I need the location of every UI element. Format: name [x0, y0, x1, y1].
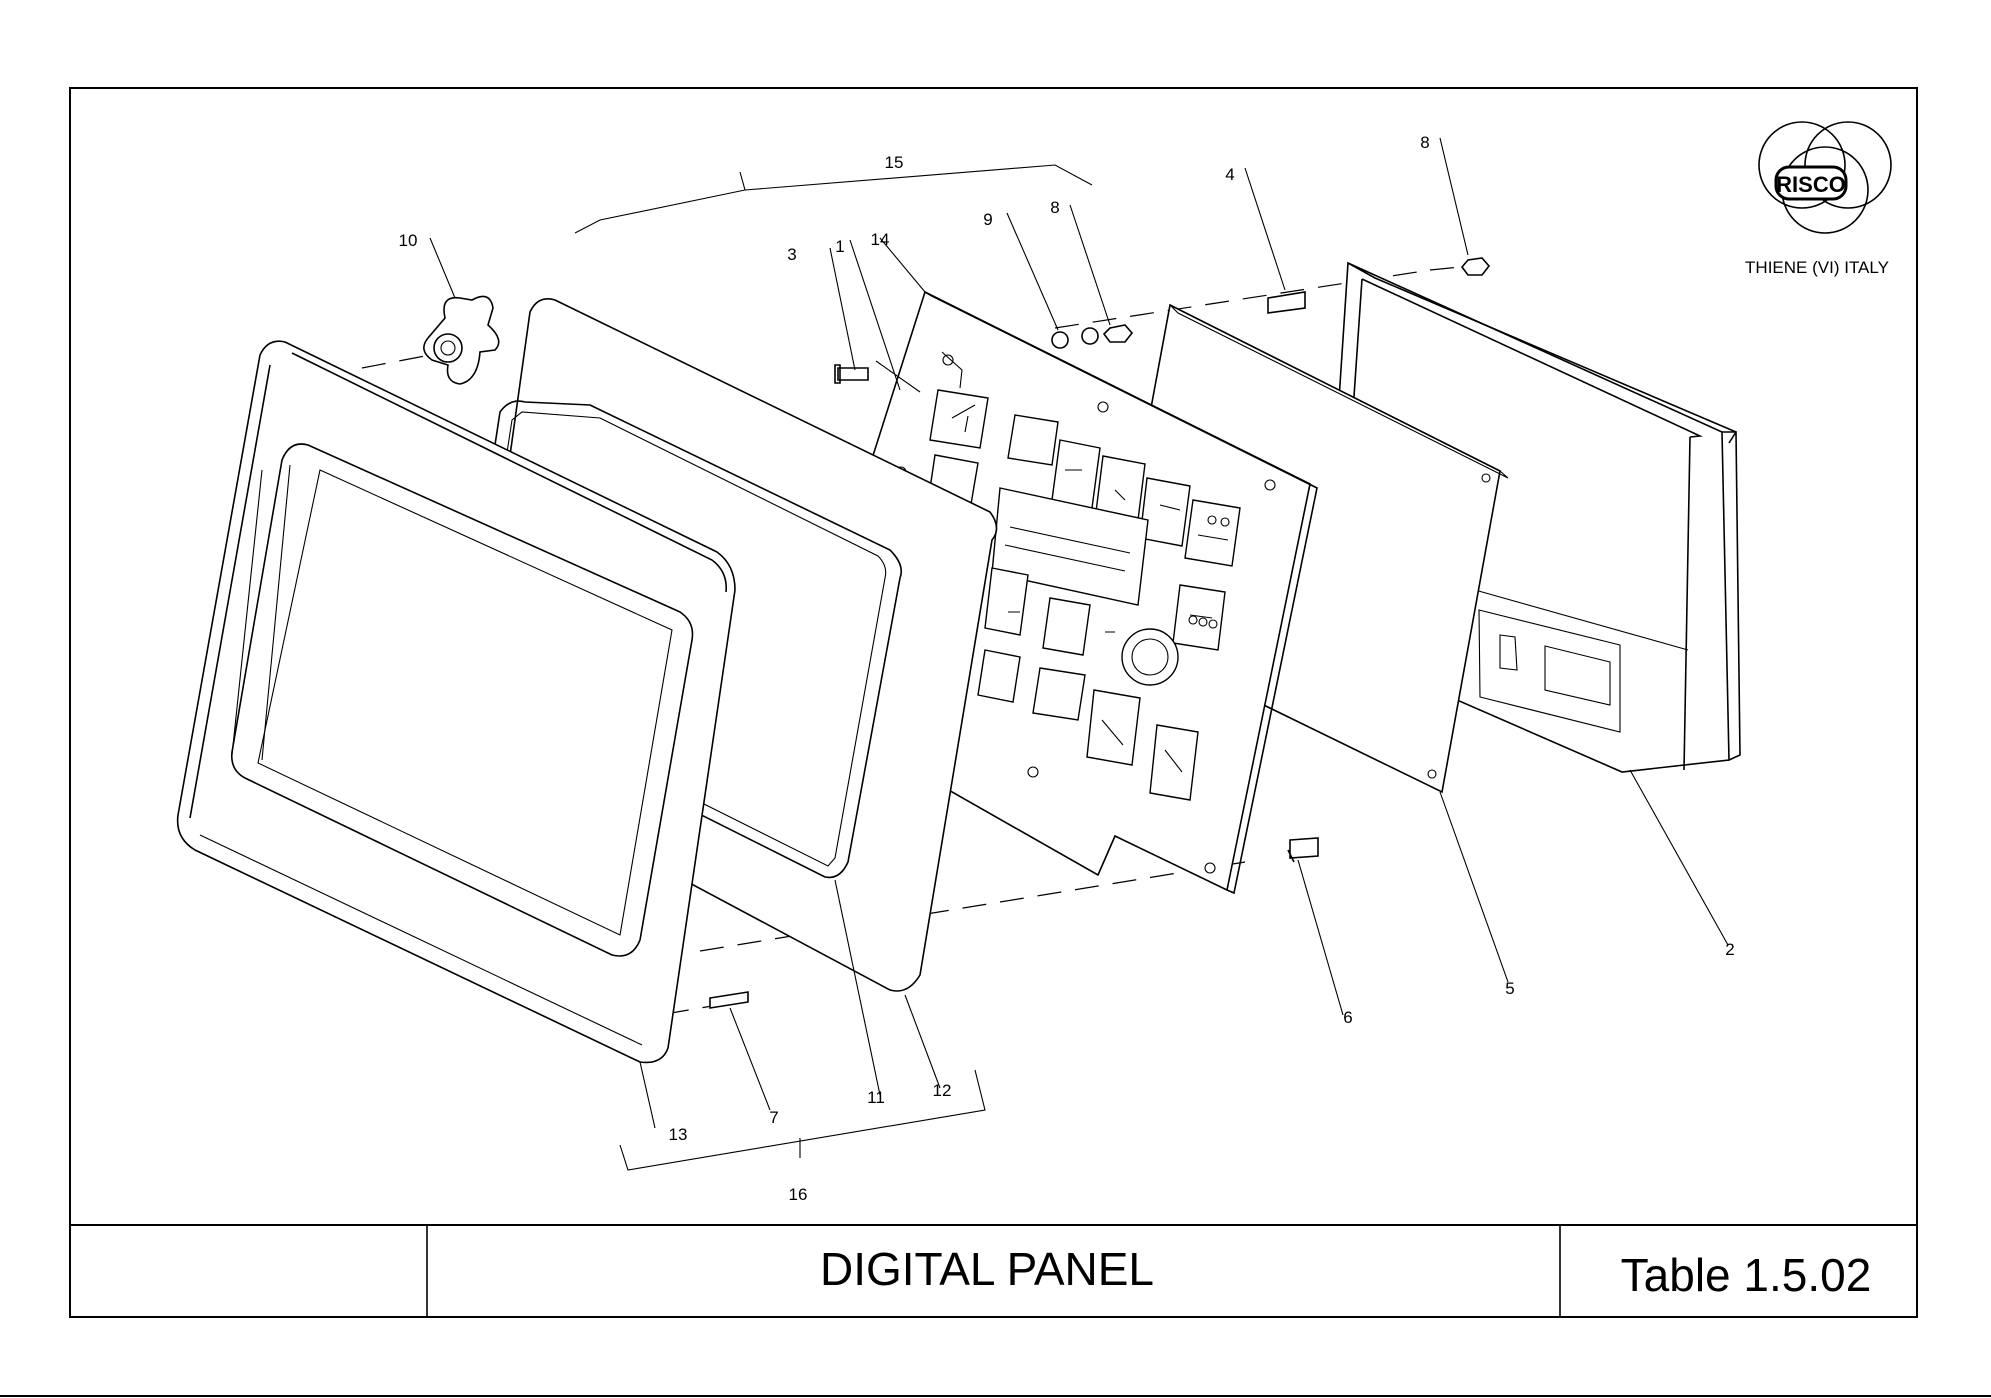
table-number: Table 1.5.02	[1621, 1249, 1872, 1301]
part-label-4: 5	[1505, 979, 1514, 998]
part-label-9: 9	[983, 210, 992, 229]
screw-7	[834, 364, 869, 384]
part-label-7: 3	[787, 245, 796, 264]
part-label-1: 1	[835, 237, 844, 256]
star-knob	[423, 295, 500, 385]
risco-logo: RISCO THIENE (VI) ITALY	[1745, 121, 1892, 277]
part-label-12: 12	[933, 1081, 952, 1100]
title-block: DIGITAL PANEL Table 1.5.02	[70, 1224, 1917, 1317]
part-label-13: 13	[669, 1125, 688, 1144]
part-label-8-top: 8	[1420, 133, 1429, 152]
part-label-10: 10	[399, 231, 418, 250]
front-bezel	[176, 340, 736, 1064]
nut-8	[1102, 324, 1134, 343]
part-label-14: 14	[871, 230, 890, 249]
leader-lines	[429, 137, 1729, 1171]
drawing-title: DIGITAL PANEL	[820, 1243, 1154, 1295]
part-label-2: 2	[1725, 940, 1734, 959]
part-label-3: 4	[1225, 165, 1234, 184]
panel-logo-icon	[1121, 628, 1179, 686]
part-labels: 15 3 1 14 9 8 4 8 10 2 5 6 7 13 11 12 16	[399, 133, 1735, 1204]
part-label-16: 16	[789, 1185, 808, 1204]
screw-5	[1287, 837, 1319, 863]
part-label-5: 6	[1343, 1008, 1352, 1027]
drawing-frame	[69, 87, 1918, 1318]
logo-text: RISCO	[1776, 172, 1846, 197]
part-label-11: 11	[867, 1088, 885, 1107]
part-label-6: 7	[769, 1108, 778, 1127]
logo-location: THIENE (VI) ITALY	[1745, 258, 1889, 277]
exploded-view: 15 3 1 14 9 8 4 8 10 2 5 6 7 13 11 12 16	[176, 133, 1741, 1204]
pin-6	[709, 991, 749, 1009]
washer-9b	[1081, 327, 1099, 345]
nut-8-top	[1460, 257, 1491, 276]
part-label-15: 15	[885, 153, 904, 172]
spacer-3	[1267, 291, 1306, 314]
control-panel	[837, 290, 1318, 895]
part-label-8: 8	[1050, 198, 1059, 217]
washer-9	[1051, 331, 1069, 349]
